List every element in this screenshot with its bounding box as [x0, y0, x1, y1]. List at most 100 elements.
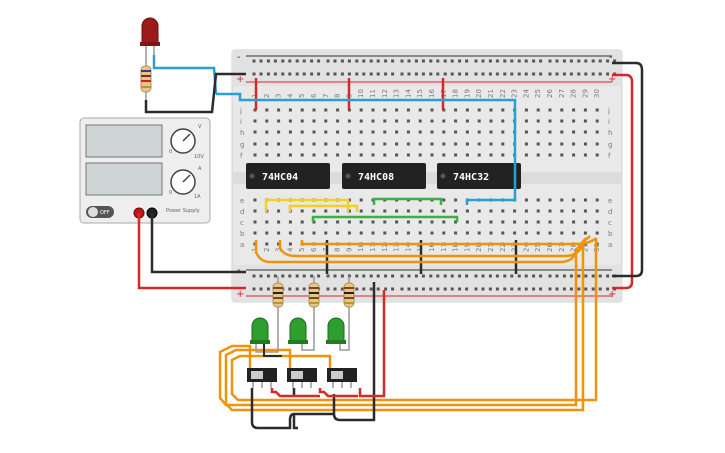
hole [524, 209, 528, 213]
hole [418, 209, 422, 213]
hole [489, 142, 493, 146]
hole [430, 108, 434, 112]
hole [406, 119, 410, 123]
rail-hole [474, 287, 478, 291]
rail-hole [481, 72, 485, 76]
hole [536, 142, 540, 146]
chip-label: 74HC08 [358, 172, 394, 183]
hole [501, 153, 505, 157]
rail-hole [414, 72, 418, 76]
knob2-mark-min: 0 [169, 190, 172, 196]
power-switch-label: OFF [100, 210, 110, 216]
rail-hole [252, 59, 256, 63]
rail-hole [577, 287, 581, 291]
chip-74hc04[interactable]: 74HC04 [246, 163, 330, 189]
hole [253, 231, 257, 235]
hole [477, 153, 481, 157]
rail-hole [355, 274, 359, 278]
row-letter: h [608, 129, 612, 137]
hole [572, 209, 576, 213]
column-number: 5 [298, 94, 306, 98]
hole [324, 119, 328, 123]
hole [536, 209, 540, 213]
hole [253, 130, 257, 134]
hole [442, 119, 446, 123]
slide-switch-3[interactable] [327, 368, 357, 388]
hole [465, 153, 469, 157]
rail-hole [376, 287, 380, 291]
voltage-knob[interactable] [170, 128, 196, 154]
rail-hole [259, 287, 263, 291]
knob2-mark-max: 1A [194, 194, 201, 200]
red-led-resistor[interactable] [140, 60, 152, 100]
rail-hole [326, 59, 330, 63]
rail-hole [340, 274, 344, 278]
rail-hole [376, 72, 380, 76]
hole [501, 130, 505, 134]
hole [383, 153, 387, 157]
rail-hole [524, 274, 528, 278]
chip-74hc32[interactable]: 74HC32 [437, 163, 521, 189]
hole [277, 119, 281, 123]
hole [395, 231, 399, 235]
rail-hole [591, 274, 595, 278]
column-number: 19 [463, 243, 471, 252]
hole [418, 231, 422, 235]
power-supply[interactable]: V 0 10V A 0 1A OFF Power Supply [79, 117, 211, 224]
rail-hole [407, 72, 411, 76]
hole [347, 142, 351, 146]
column-number: 11 [369, 243, 377, 252]
hole [501, 220, 505, 224]
hole [465, 130, 469, 134]
row-letter: g [608, 141, 612, 149]
hole [536, 153, 540, 157]
hole [560, 108, 564, 112]
green-led-resistor-3[interactable] [343, 276, 355, 320]
hole [595, 130, 599, 134]
current-knob[interactable] [170, 169, 196, 195]
column-number: 26 [546, 243, 554, 252]
green-led-2[interactable] [288, 317, 315, 351]
hole [312, 119, 316, 123]
hole [383, 108, 387, 112]
rail-hole [288, 287, 292, 291]
hole [253, 153, 257, 157]
rail-hole [495, 287, 499, 291]
green-led-1[interactable] [250, 317, 282, 357]
rail-hole [310, 59, 314, 63]
rail-hole [273, 72, 277, 76]
hole [288, 220, 292, 224]
hole [465, 142, 469, 146]
green-led-resistor-1[interactable] [272, 276, 284, 320]
hole [277, 130, 281, 134]
hole [489, 153, 493, 157]
knob2-mark-a: A [198, 166, 202, 172]
power-switch[interactable]: OFF [86, 206, 114, 218]
rail-hole [584, 72, 588, 76]
hole [253, 220, 257, 224]
row-letter: i [240, 118, 242, 126]
column-number: 2 [263, 94, 271, 98]
rail-minus-top-left: - [237, 52, 241, 63]
hole [442, 198, 446, 202]
red-led[interactable] [140, 17, 160, 60]
rail-hole [317, 59, 321, 63]
slide-switch-2[interactable] [287, 368, 317, 388]
rail-hole [503, 287, 507, 291]
chip-74hc08[interactable]: 74HC08 [342, 163, 426, 189]
row-letter: d [240, 208, 244, 216]
rail-hole [591, 287, 595, 291]
green-led-resistor-2[interactable] [308, 276, 320, 320]
rail-hole [474, 59, 478, 63]
green-led-3[interactable] [326, 317, 350, 351]
rail-hole [302, 59, 306, 63]
hole [324, 209, 328, 213]
rail-hole [562, 59, 566, 63]
hole [336, 119, 340, 123]
slide-switch-1[interactable] [247, 368, 277, 388]
rail-hole [539, 287, 543, 291]
hole [371, 130, 375, 134]
rail-hole [584, 287, 588, 291]
column-number: 27 [558, 243, 566, 252]
rail-hole [347, 59, 351, 63]
